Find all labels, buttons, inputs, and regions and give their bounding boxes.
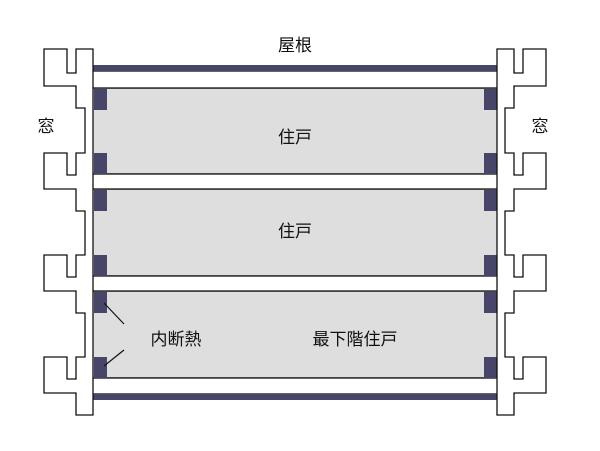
- roof-insulation: [93, 65, 497, 71]
- right-wall-profile: [496, 48, 547, 416]
- internal-insulation-label: 内断熱: [151, 330, 202, 350]
- window-label-left: 窓: [38, 117, 55, 137]
- roof-label: 屋根: [278, 36, 312, 56]
- floor-slab-4: [75, 377, 515, 395]
- bottom-insulation: [93, 394, 497, 400]
- floor-slab-2: [75, 173, 515, 190]
- unit-middle-label: 住戸: [278, 222, 312, 242]
- floor-slabs: [75, 70, 515, 395]
- window-label-right: 窓: [532, 117, 549, 137]
- unit-lowest-label: 最下階住戸: [313, 330, 398, 350]
- leader-line-upper: [103, 302, 125, 325]
- room-lowest: [85, 290, 505, 379]
- room-upper: [85, 87, 505, 175]
- leader-line-lower: [103, 349, 125, 367]
- floor-slab-3: [75, 275, 515, 292]
- unit-upper-label: 住戸: [278, 128, 312, 148]
- wall-insulation-blocks: [94, 89, 497, 378]
- room-middle: [85, 188, 505, 277]
- roof-slab: [75, 70, 515, 89]
- left-wall-profile: [43, 48, 94, 416]
